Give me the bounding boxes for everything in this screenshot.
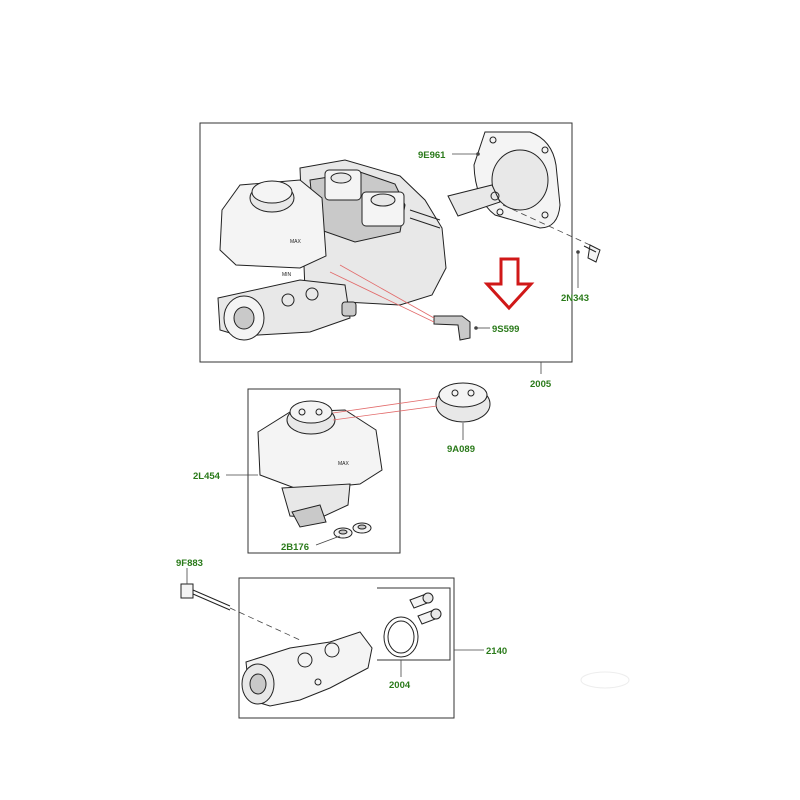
watermark-logo <box>580 671 630 689</box>
reservoir-frame <box>247 388 401 554</box>
callout-2n343[interactable]: 2N343 <box>561 293 589 304</box>
callout-2l454[interactable]: 2L454 <box>193 471 221 482</box>
down-arrow-indicator-icon <box>483 257 535 311</box>
callout-9f883[interactable]: 9F883 <box>176 558 203 569</box>
callout-9e961[interactable]: 9E961 <box>418 150 446 161</box>
callout-2005[interactable]: 2005 <box>530 379 552 390</box>
callout-9a089[interactable]: 9A089 <box>447 444 475 455</box>
callout-2b176[interactable]: 2B176 <box>281 542 309 553</box>
master-cylinder-frame <box>238 577 455 719</box>
reservoir-assembly: MAX MIN <box>257 382 491 539</box>
callout-9s599[interactable]: 9S599 <box>492 324 519 335</box>
callout-2004[interactable]: 2004 <box>389 680 411 691</box>
booster-assembly-frame <box>199 122 573 363</box>
callout-2140[interactable]: 2140 <box>486 646 507 657</box>
svg-text:MAX: MAX <box>338 461 350 467</box>
brake-booster-assembly: MAX MIN <box>217 131 601 341</box>
master-cylinder-assembly <box>180 583 451 707</box>
svg-text:MIN: MIN <box>282 272 292 278</box>
svg-text:MAX: MAX <box>290 239 302 245</box>
